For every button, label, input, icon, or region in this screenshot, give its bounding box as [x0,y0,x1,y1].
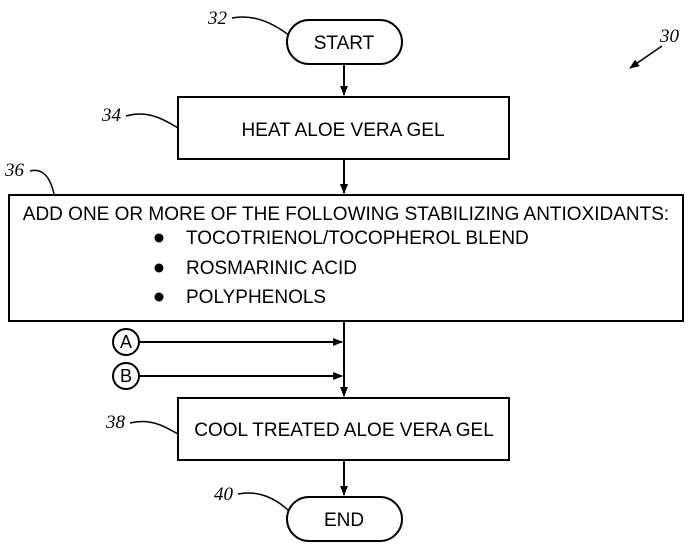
heat-step-box [177,96,510,160]
figure-ref-label: 30 [659,26,680,47]
cool-step-box [177,397,510,461]
bullet-icon [154,292,164,302]
add-step-title: ADD ONE OR MORE OF THE FOLLOWING STABILI… [23,204,669,225]
heat-ref-label: 34 [101,105,122,126]
heat-step-label: HEAT ALOE VERA GEL [241,120,444,141]
end-label: END [324,510,364,531]
end-ref-label: 40 [214,484,234,505]
cool-ref-leader [129,420,179,435]
add-item-3: POLYPHENOLS [186,287,326,308]
add-ref-label: 36 [4,160,25,181]
heat-ref-leader [125,113,179,129]
cool-ref-label: 38 [105,412,126,433]
connector-a-label: A [120,332,132,352]
add-item-2: ROSMARINIC ACID [186,258,357,279]
end-terminal [286,496,403,542]
add-item-1: TOCOTRIENOL/TOCOPHEROL BLEND [186,228,529,249]
start-label: START [314,33,375,54]
bullet-icon [154,263,164,273]
cool-step-label: COOL TREATED ALOE VERA GEL [194,420,494,441]
bullet-icon [154,233,164,243]
start-ref-label: 32 [207,8,228,29]
figure-ref-arrow [629,45,663,69]
add-ref-leader [29,169,55,195]
connector-b-label: B [120,366,132,386]
start-ref-leader [231,16,291,37]
end-ref-leader [237,492,291,513]
add-step-box [8,194,684,322]
